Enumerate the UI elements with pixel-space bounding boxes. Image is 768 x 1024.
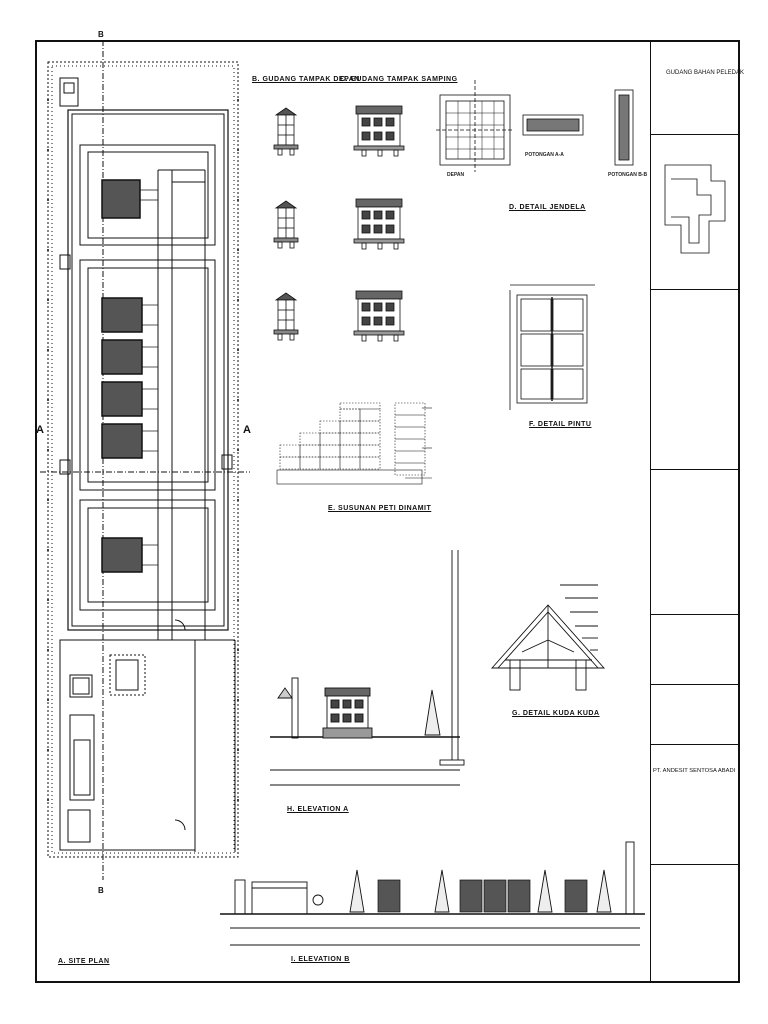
tb-company-cell: PT. ANDESIT SENTOSA ABADI xyxy=(651,745,739,865)
label-detail-kuda-kuda: G. DETAIL KUDA KUDA xyxy=(512,710,600,717)
title-block: GUDANG BAHAN PELEDAK PT. ANDESIT SENTOSA… xyxy=(650,40,744,983)
tb-coords-cell xyxy=(651,685,739,745)
label-potongan-aa: POTONGAN A-A xyxy=(525,152,564,158)
section-marker-b-bottom: B xyxy=(98,886,104,895)
label-site-plan: A. SITE PLAN xyxy=(58,958,110,965)
tb-project-title: GUDANG BAHAN PELEDAK xyxy=(666,70,745,76)
label-jendela-depan: DEPAN xyxy=(447,172,465,178)
key-plan-drawing xyxy=(664,164,726,254)
label-gudang-tampak-depan: B. GUDANG TAMPAK DEPAN xyxy=(252,76,360,83)
section-marker-a-right: A xyxy=(243,424,251,436)
tb-company-name: PT. ANDESIT SENTOSA ABADI xyxy=(653,768,736,774)
tb-signature-cell xyxy=(651,865,739,983)
tb-notes-cell xyxy=(651,470,739,615)
tb-legend-cell xyxy=(651,290,739,470)
label-susunan-peti-dinamit: E. SUSUNAN PETI DINAMIT xyxy=(328,505,432,512)
label-detail-pintu: F. DETAIL PINTU xyxy=(529,421,592,428)
label-detail-jendela: D. DETAIL JENDELA xyxy=(509,204,586,211)
section-marker-a-left: A xyxy=(36,424,44,436)
tb-keyplan-cell xyxy=(651,135,739,290)
label-gudang-tampak-samping: C. GUDANG TAMPAK SAMPING xyxy=(340,76,458,83)
section-marker-b-top: B xyxy=(98,30,104,39)
drawing-sheet-border xyxy=(35,40,740,983)
label-elevation-b: I. ELEVATION B xyxy=(291,956,350,963)
tb-project-cell: GUDANG BAHAN PELEDAK xyxy=(651,40,744,135)
tb-scale-cell xyxy=(651,615,739,685)
label-elevation-a: H. ELEVATION A xyxy=(287,806,349,813)
label-potongan-bb: POTONGAN B-B xyxy=(608,172,648,178)
